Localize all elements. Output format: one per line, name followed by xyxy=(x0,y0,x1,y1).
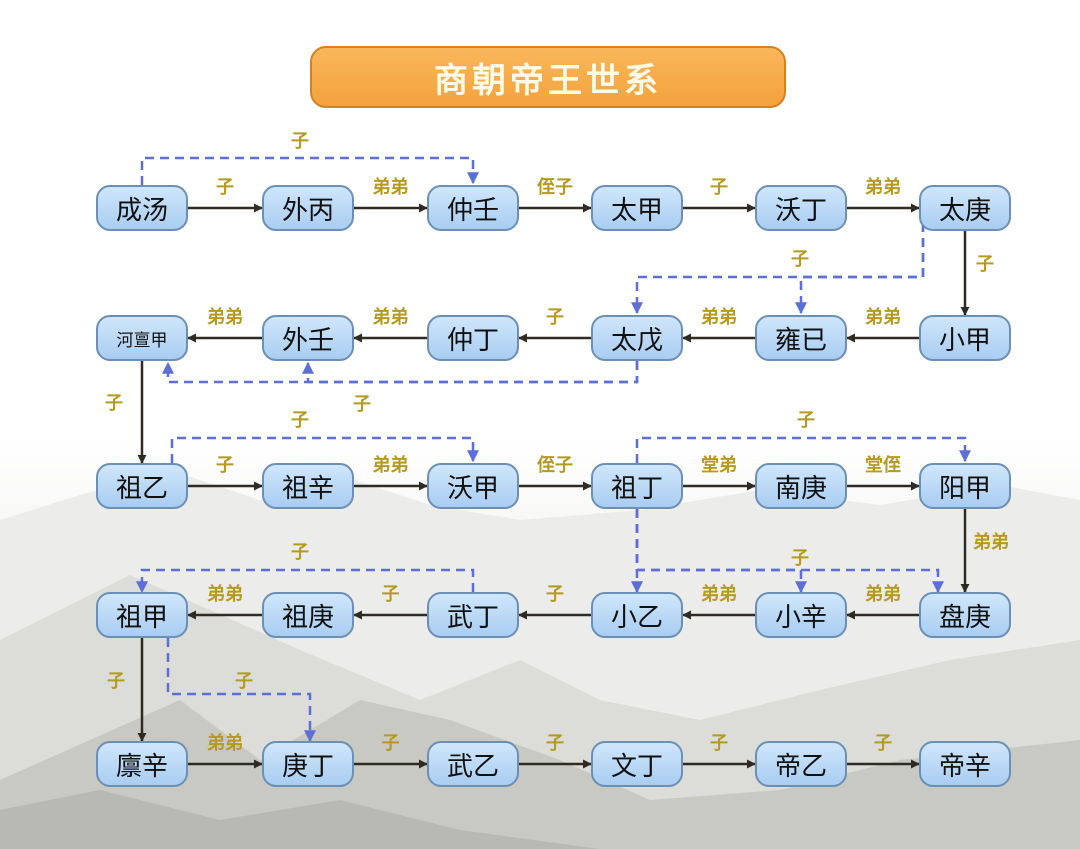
edge-chengtang-zhongren xyxy=(140,156,479,185)
edge-label: 侄子 xyxy=(537,177,573,198)
edge-label: 子 xyxy=(216,177,234,198)
edge-label: 子 xyxy=(791,548,809,569)
edge-label: 堂弟 xyxy=(701,455,737,476)
edge-label: 侄子 xyxy=(537,455,573,476)
edge-label: 弟弟 xyxy=(207,733,243,754)
node-zujia: 祖甲 xyxy=(96,592,188,638)
node-zuxin: 祖辛 xyxy=(262,463,354,509)
edge-label: 弟弟 xyxy=(701,307,737,328)
node-wuyi: 武乙 xyxy=(427,741,519,787)
node-zhongding: 仲丁 xyxy=(427,315,519,361)
edge-wuding-zujia xyxy=(136,568,475,594)
edge-zujia-gengding xyxy=(166,638,316,743)
node-taijia: 太甲 xyxy=(591,185,683,231)
edge-label: 子 xyxy=(546,584,564,605)
node-hedanjia: 河亶甲 xyxy=(96,315,188,361)
edge-label: 弟弟 xyxy=(701,584,737,605)
edge-label: 子 xyxy=(105,393,123,414)
edge-label: 弟弟 xyxy=(865,307,901,328)
node-taigeng: 太庚 xyxy=(919,185,1011,231)
edge-label: 子 xyxy=(710,733,728,754)
edge-label: 弟弟 xyxy=(207,307,243,328)
node-xiaoyi: 小乙 xyxy=(591,592,683,638)
edge-zuyi-wojia xyxy=(170,436,479,463)
edge-label: 子 xyxy=(291,410,309,431)
node-yangjia: 阳甲 xyxy=(919,463,1011,509)
node-zugeng: 祖庚 xyxy=(262,592,354,638)
node-xiaoxin: 小辛 xyxy=(755,592,847,638)
edge-label: 子 xyxy=(976,254,994,275)
edge-label: 子 xyxy=(874,733,892,754)
edge-label: 子 xyxy=(710,177,728,198)
edge-label: 子 xyxy=(791,249,809,270)
edge-label: 弟弟 xyxy=(973,531,1009,553)
edge-label: 弟弟 xyxy=(207,584,243,605)
node-pangeng: 盘庚 xyxy=(919,592,1011,638)
edge-zuding-pangeng xyxy=(635,509,944,594)
edge-label: 弟弟 xyxy=(372,177,409,198)
node-nangeng: 南庚 xyxy=(755,463,847,509)
node-yongji: 雍已 xyxy=(755,315,847,361)
diagram-title: 商朝帝王世系 xyxy=(310,46,786,108)
edge-taigeng-taiwu xyxy=(631,208,925,315)
edge-zuding-yangjia xyxy=(635,436,971,463)
node-dixin: 帝辛 xyxy=(919,741,1011,787)
node-zuding: 祖丁 xyxy=(591,463,683,509)
edge-label: 弟弟 xyxy=(865,584,901,605)
node-linxin: 廪辛 xyxy=(96,741,188,787)
edge-label: 子 xyxy=(291,131,309,152)
edge-taiwu-hedanjia xyxy=(162,361,639,384)
edge-label: 弟弟 xyxy=(372,307,409,328)
node-gengding: 庚丁 xyxy=(262,741,354,787)
node-diyi: 帝乙 xyxy=(755,741,847,787)
edge-label: 子 xyxy=(107,670,125,692)
node-zuyi: 祖乙 xyxy=(96,463,188,509)
node-wuding: 武丁 xyxy=(427,592,519,638)
edge-label: 子 xyxy=(546,733,564,754)
node-zhongren: 仲壬 xyxy=(427,185,519,231)
node-wojia: 沃甲 xyxy=(427,463,519,509)
edge-label: 子 xyxy=(797,410,815,431)
node-wending: 文丁 xyxy=(591,741,683,787)
edge-label: 弟弟 xyxy=(865,177,901,198)
node-xiaojia: 小甲 xyxy=(919,315,1011,361)
edge-label: 弟弟 xyxy=(372,455,409,476)
node-chengtang: 成汤 xyxy=(96,185,188,231)
edge-label: 子 xyxy=(216,455,234,476)
edge-label: 子 xyxy=(353,394,371,415)
edge-label: 子 xyxy=(546,307,564,328)
node-waibing: 外丙 xyxy=(262,185,354,231)
edge-label: 子 xyxy=(381,733,400,754)
node-wairen: 外壬 xyxy=(262,315,354,361)
node-woding: 沃丁 xyxy=(755,185,847,231)
node-taiwu: 太戊 xyxy=(591,315,683,361)
edge-label: 子 xyxy=(291,542,309,563)
edge-label: 子 xyxy=(235,671,253,692)
edge-label: 子 xyxy=(381,584,400,605)
edge-label: 堂侄 xyxy=(865,455,901,476)
edge-taiwu-wairen xyxy=(302,361,639,384)
